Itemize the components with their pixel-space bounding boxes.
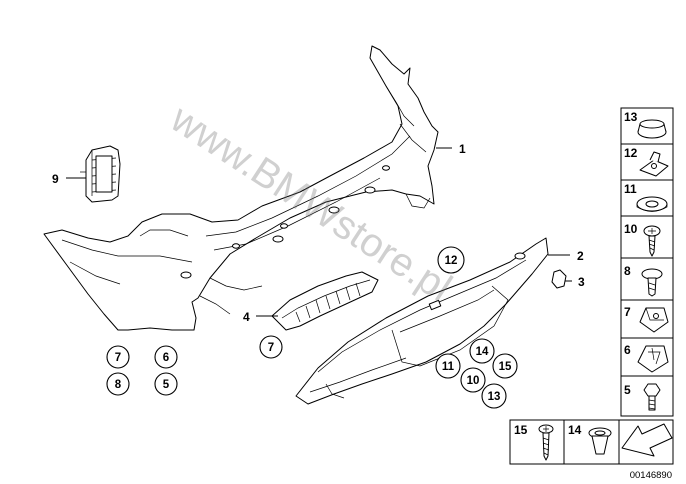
screw-bottom-icon: [538, 424, 554, 461]
callout-5: 5: [154, 372, 178, 396]
legend-label-8: 8: [624, 264, 631, 278]
callout-12-text: 12: [445, 255, 458, 267]
sensor-bracket-icon: [80, 145, 121, 203]
expanding-rivet-icon: [641, 268, 663, 297]
legend-label-15: 15: [514, 423, 528, 437]
callout-6: 6: [154, 345, 178, 369]
reference-number: 00146890: [630, 470, 672, 481]
callout-8: 8: [106, 372, 130, 396]
callout-11-text: 11: [442, 361, 455, 373]
callout-12: 12: [437, 246, 465, 274]
legend-label-11: 11: [624, 182, 637, 196]
bumper-lower-trim-icon: [295, 237, 549, 405]
callout-10: 10: [460, 367, 486, 393]
reflector-icon: [551, 269, 567, 289]
callout-7b: 7: [259, 335, 283, 359]
part-label-9: 9: [52, 172, 59, 186]
part-label-3: 3: [578, 275, 585, 289]
callout-15-text: 15: [499, 361, 512, 373]
grommet-icon: [637, 119, 667, 139]
part-label-2: 2: [577, 249, 584, 263]
callout-8-text: 8: [115, 379, 122, 391]
legend-right: 13 12 11 10 8 7 6 5: [620, 107, 674, 417]
legend-label-13: 13: [624, 110, 638, 124]
callout-6-text: 6: [163, 352, 169, 364]
bolt-icon: [643, 383, 661, 411]
callout-5-text: 5: [163, 379, 170, 391]
callout-14: 14: [469, 338, 495, 364]
legend-label-7: 7: [624, 305, 631, 319]
spring-nut-icon: [639, 307, 669, 333]
clip-nut-icon: [639, 151, 669, 177]
plug-icon: [588, 427, 612, 455]
callout-11: 11: [435, 353, 461, 379]
callout-13: 13: [481, 383, 507, 409]
legend-label-6: 6: [624, 343, 631, 357]
legend-label-5: 5: [624, 383, 631, 397]
part-label-1: 1: [459, 142, 466, 156]
clip-plate-icon: [637, 345, 669, 373]
washer-icon: [636, 196, 668, 212]
legend-bottom: 15 14: [509, 419, 674, 465]
legend-label-12: 12: [624, 146, 638, 160]
legend-label-10: 10: [624, 222, 638, 236]
callout-7a-text: 7: [115, 352, 121, 364]
callout-10-text: 10: [467, 375, 480, 387]
screw-icon: [643, 225, 661, 257]
heat-shield-icon: [271, 271, 379, 331]
part-label-4: 4: [243, 310, 250, 324]
bumper-panel-icon: [43, 45, 439, 331]
callout-15: 15: [492, 353, 518, 379]
callout-13-text: 13: [488, 391, 501, 403]
arrow-icon: [621, 423, 673, 457]
callout-7b-text: 7: [268, 342, 274, 354]
callout-7a: 7: [106, 345, 130, 369]
legend-label-14: 14: [568, 423, 582, 437]
callout-14-text: 14: [476, 346, 489, 358]
